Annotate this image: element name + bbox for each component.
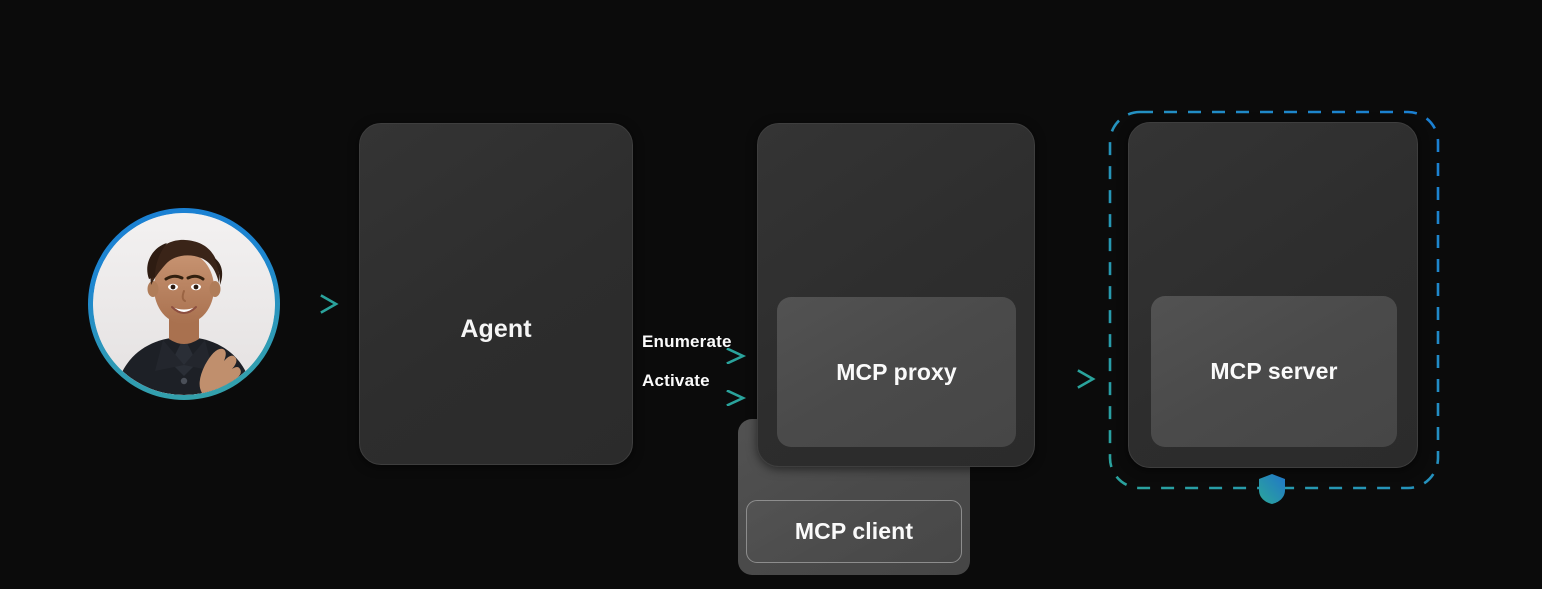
panel-mcp-proxy[interactable]: MCP proxy <box>777 297 1016 447</box>
panel-mcp-client[interactable]: MCP client <box>746 500 962 563</box>
node-agent-connectors[interactable]: Agent connectors MCP server <box>1128 122 1418 468</box>
node-agent[interactable]: Agent MCP host MCP client <box>359 123 970 575</box>
node-agent-title: Agent <box>460 315 532 343</box>
arrow-user-to-agent <box>287 294 339 314</box>
avatar-photo <box>93 213 275 395</box>
flow-label-activate: Activate <box>642 371 710 390</box>
user-avatar <box>88 208 280 400</box>
shield-icon <box>1259 474 1285 504</box>
panel-mcp-client-label: MCP client <box>794 518 914 544</box>
arrow-proxy-to-server <box>1040 369 1096 389</box>
node-registry[interactable]: Windows on- device registry MCP proxy <box>757 123 1035 467</box>
avatar <box>93 213 275 395</box>
panel-mcp-server[interactable]: MCP server <box>1151 296 1397 447</box>
panel-mcp-server-label: MCP server <box>1210 358 1338 384</box>
flow-label-enumerate: Enumerate <box>642 332 732 351</box>
arrow-activate <box>641 390 747 406</box>
panel-mcp-proxy-label: MCP proxy <box>836 358 957 385</box>
arrow-enumerate <box>641 348 747 364</box>
